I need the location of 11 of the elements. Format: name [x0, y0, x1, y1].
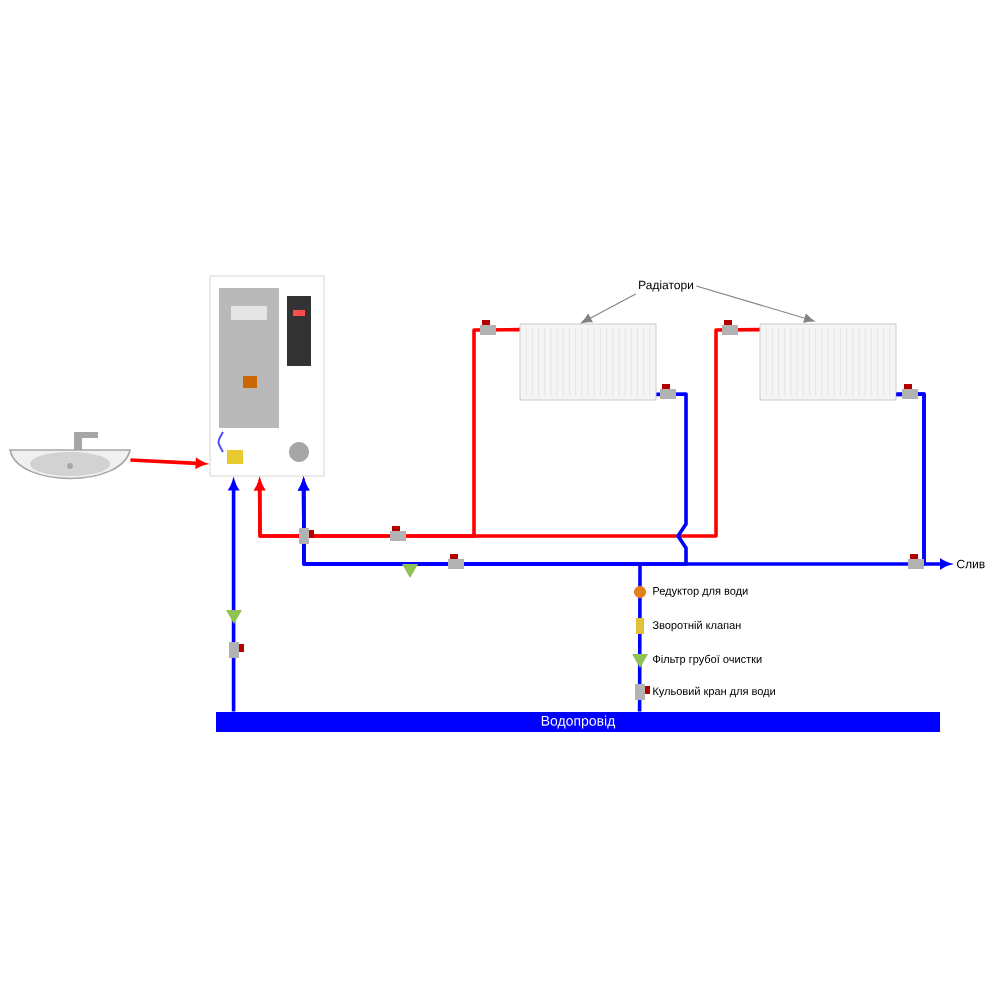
pipe-arrow [896, 392, 951, 569]
pipe-arrow [130, 458, 206, 469]
sink-drawing [9, 432, 131, 480]
leader-line [695, 285, 815, 323]
pipe-arrow [254, 327, 760, 538]
pipe-arrow [298, 480, 642, 712]
radiator-drawing [519, 323, 657, 401]
leader-line [581, 293, 637, 324]
radiator-drawing [759, 323, 897, 401]
boiler-drawing [209, 275, 325, 477]
pipe-arrow [228, 480, 239, 712]
